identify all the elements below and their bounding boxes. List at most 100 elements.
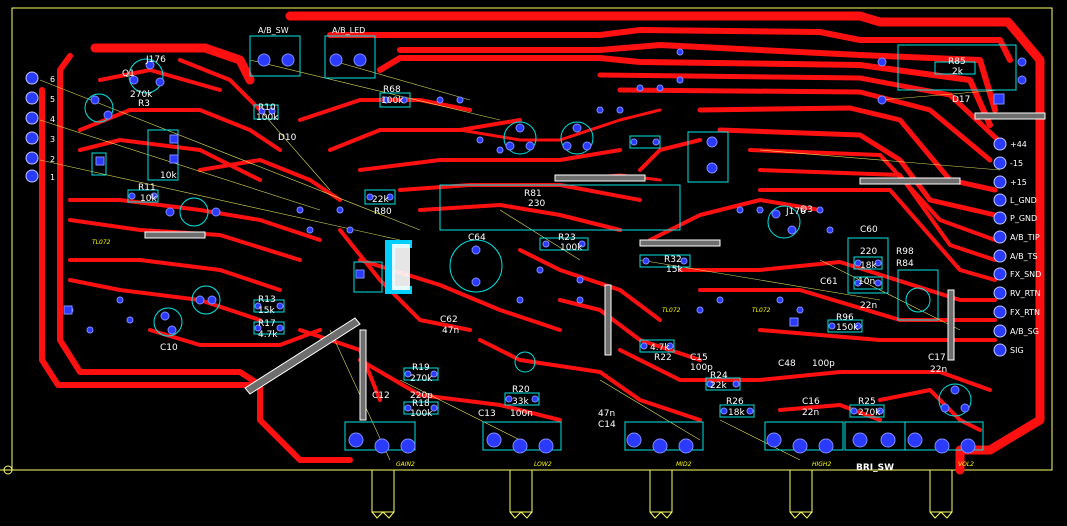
- pot-label-low: LOW2: [534, 461, 552, 468]
- right-pin-1[interactable]: [993, 137, 1007, 151]
- ref-label: R85: [948, 57, 966, 67]
- ref-label: R24: [710, 371, 728, 381]
- value-label: 270k: [858, 408, 881, 418]
- value-label: 18k: [860, 261, 877, 271]
- ref-label: R25: [858, 397, 876, 407]
- right-pin-8[interactable]: [993, 267, 1007, 281]
- ratsnest-lines: [39, 59, 1001, 461]
- ref-label: R20: [512, 385, 530, 395]
- right-pin-label: FX_SND: [1010, 270, 1041, 279]
- ref-label: R22: [654, 353, 672, 363]
- ref-label: C14: [598, 420, 616, 430]
- right-pin-label: FX_RTN: [1010, 308, 1040, 317]
- right-pin-label: A/B_SG: [1010, 327, 1039, 336]
- ref-label: R80: [374, 207, 392, 217]
- ref-label: R18: [412, 399, 430, 409]
- right-pin-label: -15: [1010, 159, 1023, 168]
- value-label: 22k: [372, 195, 389, 205]
- left-pin-6[interactable]: [25, 169, 39, 183]
- ref-label: R11: [138, 183, 156, 193]
- ref-label: R81: [524, 189, 542, 199]
- ref-label: R32: [664, 255, 682, 265]
- value-label: 33k: [512, 397, 529, 407]
- value-label: 270k: [410, 374, 433, 384]
- value-label: 22n: [930, 365, 947, 375]
- pot-shafts: [371, 469, 953, 519]
- right-pin-5[interactable]: [993, 211, 1007, 225]
- header-bri-sw: BRI_SW: [856, 463, 894, 473]
- right-pin-3[interactable]: [993, 175, 1007, 189]
- value-label: J176: [785, 207, 806, 217]
- right-pin-label: +15: [1010, 178, 1027, 187]
- ref-label: C16: [802, 397, 820, 407]
- ref-label: R13: [258, 295, 276, 305]
- value-label: 10k: [140, 194, 157, 204]
- right-connector: +44 -15 +15 L_GND P_GND A/B_TIP A/B_TS F…: [993, 137, 1041, 357]
- left-pin-5[interactable]: [25, 151, 39, 165]
- ref-label: R96: [836, 313, 854, 323]
- value-label: 47n: [442, 326, 459, 336]
- ref-label: C61: [820, 277, 838, 287]
- value-label: 230: [528, 199, 545, 209]
- right-pin-4[interactable]: [993, 193, 1007, 207]
- ref-label: Q3: [800, 205, 813, 215]
- value-label: 220: [860, 247, 877, 257]
- left-pin-2[interactable]: [25, 91, 39, 105]
- ref-label: R68: [383, 85, 401, 95]
- value-label: 10k: [160, 171, 177, 181]
- ref-label: Q1: [122, 69, 135, 79]
- pads: [66, 48, 1027, 454]
- right-pin-label: L_GND: [1010, 196, 1037, 205]
- origin-marker-circle: [3, 465, 13, 475]
- value-label: 150k: [836, 323, 859, 333]
- right-pin-11[interactable]: [993, 324, 1007, 338]
- left-pin-4[interactable]: [25, 131, 39, 145]
- value-label: 47n: [598, 409, 615, 419]
- right-pin-label: RV_RTN: [1010, 289, 1040, 298]
- bus-bars: [144, 112, 1046, 421]
- right-pin-10[interactable]: [993, 305, 1007, 319]
- right-pin-2[interactable]: [993, 156, 1007, 170]
- silkscreen-outlines: [84, 35, 1017, 451]
- right-pin-label: P_GND: [1010, 214, 1037, 223]
- ref-label: R23: [558, 233, 576, 243]
- value-label: 22n: [860, 301, 877, 311]
- left-pin-label: 2: [50, 155, 55, 164]
- value-label: 22n: [802, 408, 819, 418]
- ref-label: J176: [145, 55, 166, 65]
- left-pin-label: 3: [50, 135, 55, 144]
- component-labels: J176 Q1 270k R3 R10 100k D10 R68 100k R8…: [122, 55, 970, 430]
- left-pin-label: 1: [50, 173, 55, 182]
- pot-label-gain: GAIN2: [396, 461, 415, 468]
- right-pin-label: SIG: [1010, 346, 1024, 355]
- right-pin-7[interactable]: [993, 249, 1007, 263]
- ic-label: TL072: [662, 307, 681, 314]
- right-pin-9[interactable]: [993, 286, 1007, 300]
- ref-label: D10: [278, 133, 297, 143]
- header-ab-sw: A/B_SW: [258, 26, 289, 35]
- value-label: 2k: [952, 67, 964, 77]
- value-label: 100p: [690, 363, 713, 373]
- value-label: 4.7k: [650, 343, 670, 353]
- ref-label: R84: [896, 259, 914, 269]
- right-pin-6[interactable]: [993, 230, 1007, 244]
- ref-label: C15: [690, 353, 708, 363]
- value-label: 270k: [130, 90, 153, 100]
- left-pin-3[interactable]: [25, 111, 39, 125]
- value-label: 100n: [510, 409, 533, 419]
- left-pin-label: 6: [50, 75, 55, 84]
- right-pin-label: +44: [1010, 140, 1027, 149]
- value-label: 100p: [812, 359, 835, 369]
- ref-label: C62: [440, 315, 458, 325]
- right-pin-12[interactable]: [993, 343, 1007, 357]
- value-label: 100k: [256, 113, 279, 123]
- value-label: 15k: [258, 306, 275, 316]
- value-label: 4.7k: [258, 330, 278, 340]
- value-label: 100k: [410, 409, 433, 419]
- value-label: 18k: [728, 408, 745, 418]
- ref-label: C48: [778, 359, 796, 369]
- value-label: 10n: [858, 277, 875, 287]
- ref-label: R26: [726, 397, 744, 407]
- left-pin-1[interactable]: [25, 71, 39, 85]
